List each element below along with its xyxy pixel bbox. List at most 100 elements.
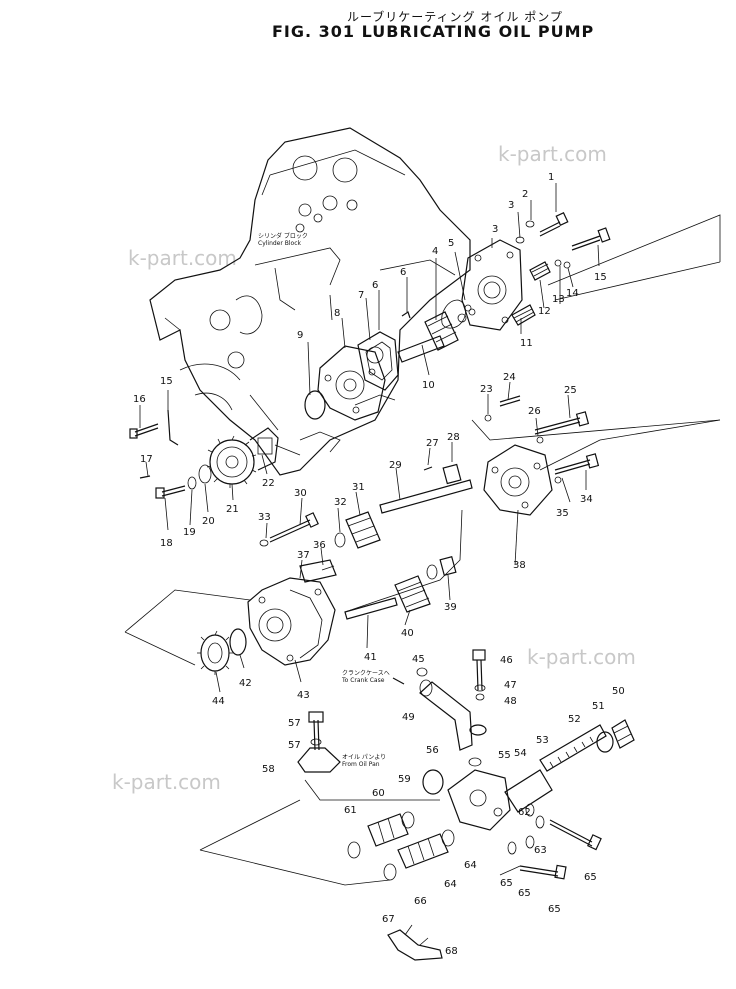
part-label: 14 — [566, 288, 579, 299]
bottom-bracket — [387, 924, 443, 961]
part-label: 28 — [447, 432, 460, 443]
part-label: 58 — [262, 764, 275, 775]
suction-pipe — [392, 649, 487, 751]
cylinder-block-note: シリンダ ブロック Cylinder Block — [258, 233, 308, 247]
part-label: 4 — [432, 246, 438, 257]
to-crank-case-note: クランクケースへ To Crank Case — [342, 670, 390, 684]
part-label: 60 — [372, 788, 385, 799]
relief-valve-cover — [441, 211, 721, 331]
figure-title-japanese: ルーブリケーティング オイル ポンプ — [347, 10, 563, 24]
part-label: 18 — [160, 538, 173, 549]
part-label: 51 — [592, 701, 605, 712]
part-label: 48 — [504, 696, 517, 707]
part-label: 15 — [594, 272, 607, 283]
watermark: k-part.com — [498, 142, 607, 166]
part-label: 16 — [133, 394, 146, 405]
idler-gear-group — [139, 427, 279, 499]
part-label: 41 — [364, 652, 377, 663]
part-label: 66 — [414, 896, 427, 907]
part-label: 65 — [548, 904, 561, 915]
part-label: 49 — [402, 712, 415, 723]
part-label: 21 — [226, 504, 239, 515]
relief-valve-body — [422, 719, 635, 880]
part-label: 7 — [358, 290, 364, 301]
part-label: 8 — [334, 308, 340, 319]
part-label: 6 — [372, 280, 378, 291]
part-label: 38 — [513, 560, 526, 571]
part-label: 23 — [480, 384, 493, 395]
part-label: 43 — [297, 690, 310, 701]
part-label: 39 — [444, 602, 457, 613]
part-label: 13 — [552, 294, 565, 305]
part-label: 64 — [444, 879, 457, 890]
pump-housing-upper — [317, 331, 399, 421]
watermark: k-part.com — [112, 770, 221, 794]
part-label: 42 — [239, 678, 252, 689]
cylinder-block — [149, 127, 471, 476]
watermark: k-part.com — [527, 645, 636, 669]
oil-pipe-small — [129, 409, 179, 446]
from-oil-pan-note-jp: オイル パンより — [342, 754, 387, 761]
from-oil-pan-note: オイル パンより From Oil Pan — [342, 754, 386, 768]
part-label: 54 — [514, 748, 527, 759]
part-label: 55 — [498, 750, 511, 761]
part-label: 62 — [518, 807, 531, 818]
part-label: 12 — [538, 306, 551, 317]
part-label: 31 — [352, 482, 365, 493]
long-bolt — [259, 512, 319, 547]
part-label: 32 — [334, 497, 347, 508]
cylinder-block-note-jp: シリンダ ブロック — [258, 233, 308, 240]
part-label: 19 — [183, 527, 196, 538]
leader-lines — [139, 183, 600, 693]
driven-shaft — [344, 509, 463, 620]
part-label: 52 — [568, 714, 581, 725]
part-label: 56 — [426, 745, 439, 756]
part-label: 27 — [426, 438, 439, 449]
check-valve-assembly — [199, 799, 455, 886]
part-label: 5 — [448, 238, 454, 249]
part-label: 29 — [389, 460, 402, 471]
part-label: 35 — [556, 508, 569, 519]
pump-shaft — [379, 463, 473, 514]
part-label: 20 — [202, 516, 215, 527]
part-label: 67 — [382, 914, 395, 925]
part-label: 65 — [518, 888, 531, 899]
from-oil-pan-note-en: From Oil Pan — [342, 761, 380, 768]
part-label: 64 — [464, 860, 477, 871]
part-label: 25 — [564, 385, 577, 396]
part-label: 59 — [398, 774, 411, 785]
part-label: 65 — [500, 878, 513, 889]
part-label: 37 — [297, 550, 310, 561]
part-label: 24 — [503, 372, 516, 383]
part-label: 57 — [288, 740, 301, 751]
part-label: 26 — [528, 406, 541, 417]
part-label: 1 — [548, 172, 554, 183]
drive-gear — [334, 511, 381, 549]
part-label: 50 — [612, 686, 625, 697]
part-label: 3 — [508, 200, 514, 211]
part-label: 46 — [500, 655, 513, 666]
watermark: k-part.com — [128, 246, 237, 270]
to-crank-case-note-en: To Crank Case — [342, 677, 385, 684]
pump-body-rear — [471, 395, 721, 516]
to-crank-case-note-jp: クランクケースへ — [342, 670, 390, 677]
part-label: 53 — [536, 735, 549, 746]
part-label: 40 — [401, 628, 414, 639]
part-label: 61 — [344, 805, 357, 816]
part-label: 17 — [140, 454, 153, 465]
figure-title: FIG. 301 LUBRICATING OIL PUMP — [272, 22, 595, 41]
part-label: 2 — [522, 189, 528, 200]
part-label: 6 — [400, 267, 406, 278]
part-label: 36 — [313, 540, 326, 551]
part-label: 11 — [520, 338, 533, 349]
pump-drive-gear — [124, 589, 251, 675]
part-label: 33 — [258, 512, 271, 523]
o-ring — [304, 390, 326, 420]
part-label: 9 — [297, 330, 303, 341]
part-label: 68 — [445, 946, 458, 957]
part-label: 30 — [294, 488, 307, 499]
part-label: 45 — [412, 654, 425, 665]
part-label: 47 — [504, 680, 517, 691]
pump-body-front — [247, 559, 337, 666]
